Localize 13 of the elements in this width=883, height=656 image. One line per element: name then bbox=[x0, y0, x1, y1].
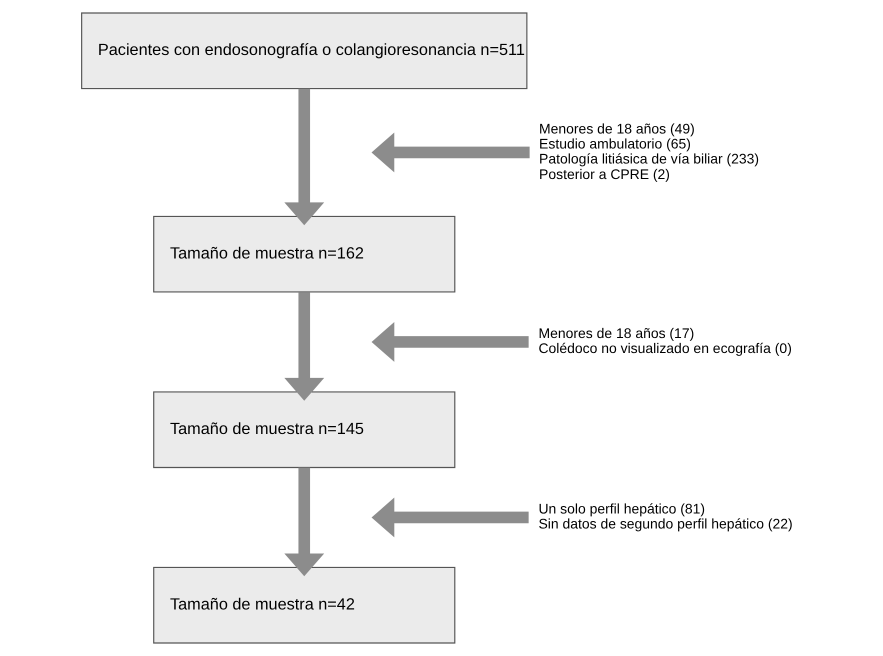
arrow bbox=[284, 88, 324, 226]
node-text: Un solo perfil hepático (81) Sin datos de segundo perfil hepático (22) bbox=[538, 500, 792, 532]
arrow bbox=[371, 322, 528, 362]
arrow bbox=[284, 468, 324, 576]
arrow bbox=[371, 132, 530, 172]
arrow bbox=[371, 498, 528, 538]
node-box: Tamaño de muestra n=162 bbox=[152, 216, 455, 293]
node-box: Tamaño de muestra n=42 bbox=[152, 566, 455, 644]
node-box: Pacientes con endosonografía o colangioresonancia n=511 bbox=[80, 12, 527, 90]
arrow bbox=[284, 292, 324, 401]
node-box: Tamaño de muestra n=145 bbox=[152, 391, 455, 468]
node-text: Menores de 18 años (49) Estudio ambulatorio (65) Patología litiásica de vía biliar (233) Posterior a CPRE (2) bbox=[538, 120, 759, 182]
node-text: Menores de 18 años (17) Colédoco no visualizado en ecografía (0) bbox=[538, 324, 792, 356]
